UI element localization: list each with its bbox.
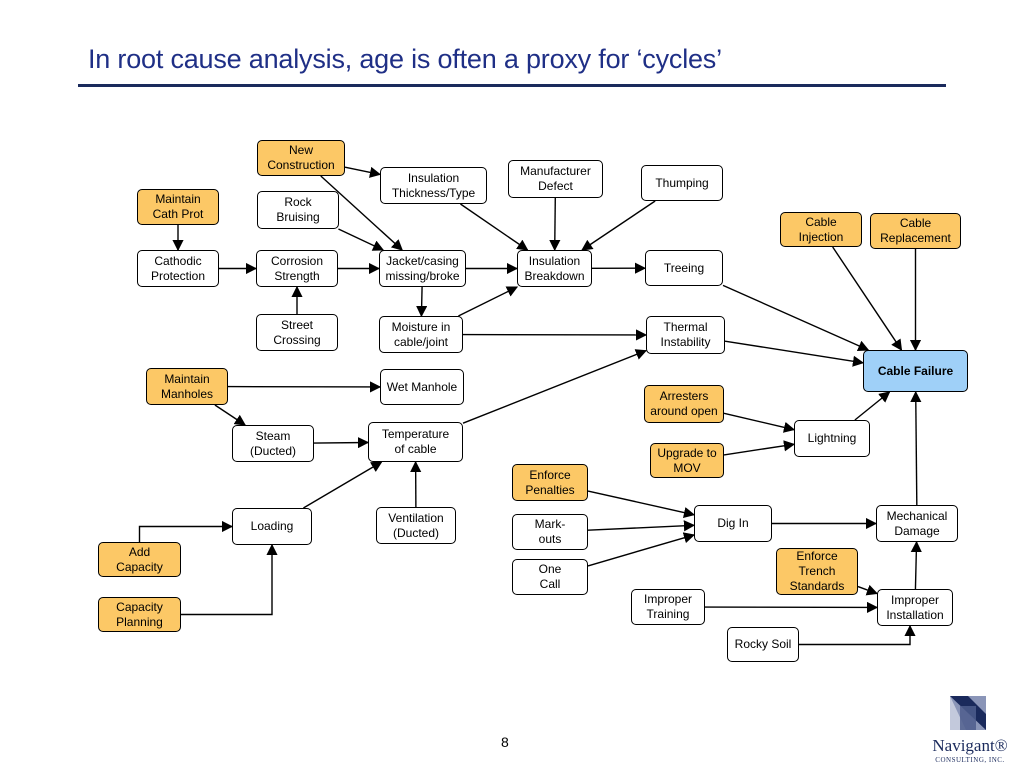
node-new-construction: New Construction <box>257 140 345 176</box>
connector-rocky-soil-to-improper-installation <box>799 624 916 646</box>
connector-treeing-to-cable-failure <box>722 284 870 352</box>
node-maintain-manholes: Maintain Manholes <box>146 368 228 405</box>
node-enforce-penalties: Enforce Penalties <box>512 464 588 501</box>
node-insulation-breakdown: Insulation Breakdown <box>517 250 592 287</box>
node-loading: Loading <box>232 508 312 545</box>
node-cable-failure: Cable Failure <box>863 350 968 392</box>
connector-thumping-to-insulation-breakdown <box>581 200 656 251</box>
connector-temperature-to-thermal-instability <box>462 349 648 424</box>
connector-upgrade-mov-to-lightning <box>723 440 796 456</box>
connector-enforce-trench-to-improper-installation <box>857 584 879 596</box>
node-mechanical-damage: Mechanical Damage <box>876 505 958 542</box>
node-corrosion-strength: Corrosion Strength <box>256 250 338 287</box>
node-lightning: Lightning <box>794 420 870 457</box>
node-ventilation: Ventilation (Ducted) <box>376 507 456 544</box>
connector-new-construction-to-jacket-casing <box>320 175 403 251</box>
node-one-call: One Call <box>512 559 588 595</box>
node-enforce-trench: Enforce Trench Standards <box>776 548 858 595</box>
node-jacket-casing: Jacket/casing missing/broke <box>379 250 466 287</box>
node-upgrade-mov: Upgrade to MOV <box>650 443 724 478</box>
page-number: 8 <box>501 734 509 750</box>
node-arresters: Arresters around open <box>644 385 724 423</box>
connector-mark-outs-to-dig-in <box>587 520 696 532</box>
node-temperature: Temperature of cable <box>368 422 463 462</box>
connector-jacket-casing-to-moisture <box>416 286 428 318</box>
node-rock-bruising: Rock Bruising <box>257 191 339 229</box>
logo-subtitle: CONSULTING, INC. <box>935 756 1005 764</box>
node-dig-in: Dig In <box>694 505 772 542</box>
node-capacity-planning: Capacity Planning <box>98 597 181 632</box>
connector-thermal-instability-to-cable-failure <box>724 340 865 367</box>
connector-insulation-thickness-to-insulation-breakdown <box>460 203 529 251</box>
connector-improper-installation-to-mechanical-damage <box>910 540 922 590</box>
node-manufacturer-defect: Manufacturer Defect <box>508 160 603 198</box>
connector-add-capacity-to-loading <box>138 520 234 542</box>
navigant-logo: Navigant® CONSULTING, INC. <box>920 690 1020 768</box>
connector-manufacturer-defect-to-insulation-breakdown <box>549 197 561 252</box>
page-title: In root cause analysis, age is often a p… <box>88 44 722 74</box>
title-divider <box>78 84 946 87</box>
node-steam: Steam (Ducted) <box>232 425 314 462</box>
connector-maintain-manholes-to-steam <box>214 404 247 426</box>
navigant-logo-mark-icon <box>950 696 986 730</box>
node-insulation-thickness: Insulation Thickness/Type <box>380 167 487 204</box>
connector-new-construction-to-insulation-thickness <box>344 166 382 178</box>
connector-enforce-penalties-to-dig-in <box>587 490 696 519</box>
node-thermal-instability: Thermal Instability <box>646 316 725 354</box>
node-mark-outs: Mark- outs <box>512 514 588 550</box>
node-cable-replacement: Cable Replacement <box>870 213 961 249</box>
node-improper-training: Improper Training <box>631 589 705 625</box>
node-add-capacity: Add Capacity <box>98 542 181 577</box>
node-street-crossing: Street Crossing <box>256 314 338 351</box>
node-cable-injection: Cable Injection <box>780 212 862 247</box>
connector-steam-to-temperature <box>313 437 370 449</box>
logo-name: Navigant® <box>932 736 1008 755</box>
connector-lightning-to-cable-failure <box>854 391 891 421</box>
connector-loading-to-temperature <box>303 461 383 509</box>
connector-cable-injection-to-cable-failure <box>832 246 903 351</box>
connector-rock-bruising-to-jacket-casing <box>338 228 385 251</box>
connector-mechanical-damage-to-cable-failure <box>910 390 922 506</box>
node-treeing: Treeing <box>645 250 723 286</box>
node-maintain-cath-prot: Maintain Cath Prot <box>137 189 219 225</box>
node-thumping: Thumping <box>641 165 723 201</box>
node-moisture: Moisture in cable/joint <box>379 316 463 353</box>
connector-one-call-to-dig-in <box>587 532 696 567</box>
node-rocky-soil: Rocky Soil <box>727 627 799 662</box>
connector-moisture-to-insulation-breakdown <box>458 286 519 317</box>
node-wet-manhole: Wet Manhole <box>380 369 464 405</box>
node-cathodic-protection: Cathodic Protection <box>137 250 219 287</box>
node-improper-installation: Improper Installation <box>877 589 953 626</box>
connector-arresters-to-lightning <box>723 412 796 433</box>
connector-capacity-planning-to-loading <box>181 543 278 616</box>
